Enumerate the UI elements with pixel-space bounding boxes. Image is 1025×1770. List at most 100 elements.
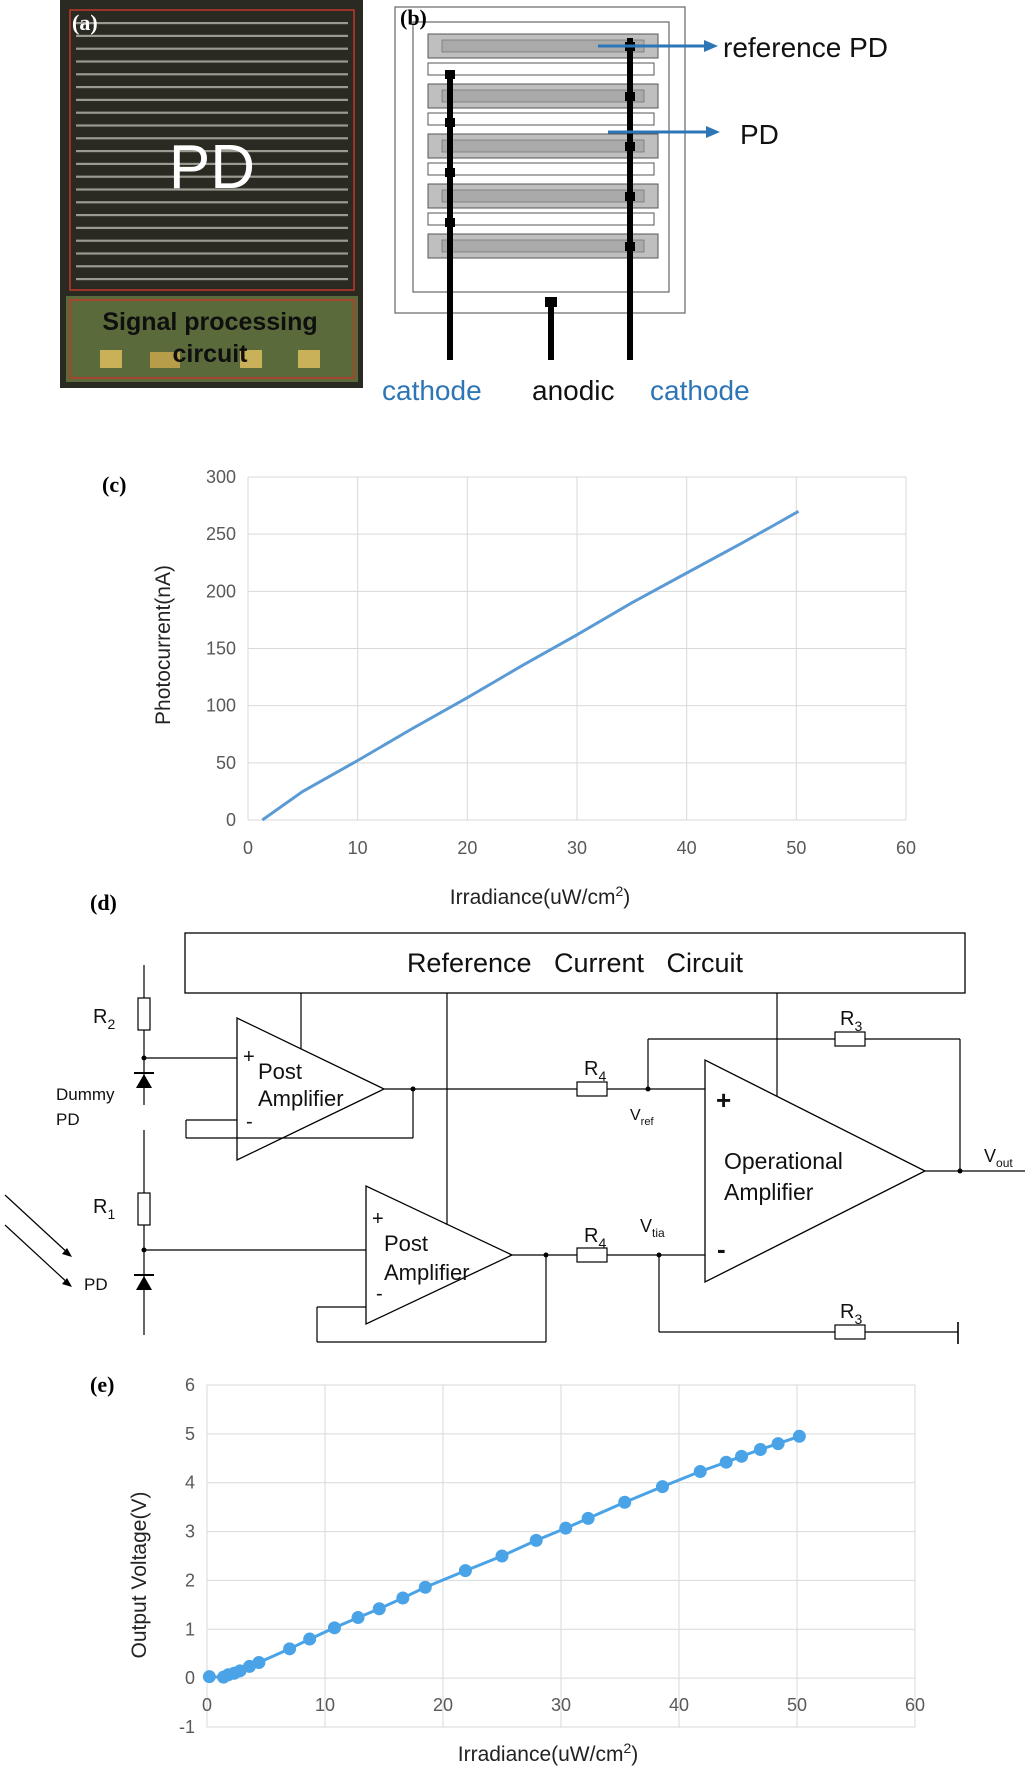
y-tick-label: 6: [185, 1375, 195, 1395]
resistor-r3-bottom: [834, 1324, 866, 1340]
chart-c-x-label-sup: 2: [615, 883, 623, 899]
pd-circuit-label: PD: [84, 1275, 108, 1294]
cathode-left-label: cathode: [382, 375, 482, 406]
dummy-pd-label-line1: Dummy: [56, 1085, 115, 1104]
panel-label-d: (d): [90, 890, 117, 915]
vref-sub: ref: [641, 1116, 655, 1128]
x-tick-label: 40: [677, 838, 697, 858]
chart-c-x-label-end: ): [623, 886, 630, 909]
x-tick-label: 50: [787, 1695, 807, 1715]
chart-c-x-label-main: Irradiance(uW/cm: [450, 886, 616, 909]
data-point: [202, 1670, 216, 1684]
vout-label: Vout: [984, 1146, 1013, 1170]
pd-strip: [76, 111, 348, 114]
chart-e-x-label-end: ): [631, 1743, 638, 1766]
circuit-label-line2: circuit: [172, 340, 248, 368]
r2-label: R2: [93, 1006, 115, 1032]
light-ray-2: [4, 1224, 71, 1286]
data-point: [303, 1632, 317, 1646]
vtia-sub: tia: [652, 1226, 665, 1240]
pd-strip: [76, 226, 348, 229]
r3-top-label: R3: [840, 1008, 862, 1034]
photocurrent-series-line: [261, 509, 800, 822]
x-tick-label: 10: [348, 838, 368, 858]
data-point: [581, 1511, 595, 1525]
r2-label-sub: 2: [107, 1016, 115, 1032]
cathode-contact: [625, 192, 635, 201]
reference-current-label: Reference Current Circuit: [407, 948, 744, 978]
cathode-contact: [445, 70, 455, 79]
vtia-main: V: [640, 1216, 652, 1236]
cathode-contact: [625, 242, 635, 251]
y-tick-label: 0: [226, 810, 236, 830]
layout-pd-strip-inner: [441, 139, 645, 153]
bond-pad: [240, 350, 262, 368]
y-tick-label: 1: [185, 1619, 195, 1639]
data-point: [719, 1455, 733, 1469]
y-tick-label: 250: [206, 524, 236, 544]
vref-label: Vref: [630, 1107, 654, 1128]
pd-strip: [76, 188, 348, 191]
vref-main: V: [630, 1107, 641, 1124]
y-tick-label: 4: [185, 1473, 195, 1493]
data-point: [252, 1656, 266, 1670]
x-tick-label: 60: [896, 838, 916, 858]
panel-label-b: (b): [400, 5, 427, 30]
x-tick-label: 30: [551, 1695, 571, 1715]
r4-bottom-sub: 4: [598, 1235, 606, 1251]
node-dot: [543, 1252, 549, 1258]
post-amplifier-1: [236, 1016, 386, 1162]
op-amp-minus: -: [717, 1234, 726, 1264]
pd-strip: [76, 175, 348, 178]
data-point: [792, 1429, 806, 1443]
pd-strip: [76, 22, 348, 25]
panel-label-a: (a): [72, 10, 98, 35]
pd-region-frame: [69, 9, 355, 291]
reference-pd-label: reference PD: [723, 32, 888, 63]
cathode-contact: [625, 92, 635, 101]
x-tick-label: 20: [433, 1695, 453, 1715]
data-point: [283, 1642, 297, 1656]
r1-label: R1: [93, 1196, 115, 1222]
vout-main: V: [984, 1146, 996, 1166]
resistor-r3-top: [834, 1031, 866, 1047]
data-point: [351, 1611, 365, 1625]
circuit-region-frame: [69, 299, 355, 379]
pd-strip: [76, 98, 348, 101]
vtia-label: Vtia: [640, 1216, 665, 1240]
pd-diode: [136, 1276, 152, 1290]
r3-bottom-main: R: [840, 1301, 854, 1323]
r4-top-main: R: [584, 1058, 598, 1080]
op-amp-line2: Amplifier: [724, 1179, 814, 1205]
pd-strip: [76, 34, 348, 37]
pd-arrowhead: [706, 126, 720, 138]
post-amplifier-2: [365, 1184, 514, 1326]
pd-label: PD: [169, 133, 255, 202]
y-tick-label: 50: [216, 753, 236, 773]
post-amp-1-line1: Post: [258, 1059, 302, 1084]
r3-bottom-label: R3: [840, 1301, 862, 1327]
op-amp-line1: Operational: [724, 1148, 843, 1174]
pd-strip: [76, 150, 348, 153]
dummy-pd-diode: [136, 1074, 152, 1088]
cathode-contact: [445, 168, 455, 177]
data-point: [372, 1602, 386, 1616]
r4-bottom-main: R: [584, 1225, 598, 1247]
pa2-minus: -: [376, 1283, 383, 1305]
pd-strip: [76, 201, 348, 204]
data-point: [418, 1580, 432, 1594]
pd-layout-diagram: (b) reference PD PD cathode anodic catho…: [382, 5, 888, 406]
chip-photo: (a) PD Signal processing circuit: [60, 0, 363, 388]
x-tick-label: 20: [457, 838, 477, 858]
pd-strip: [76, 60, 348, 63]
chart-c-grid: [247, 476, 907, 821]
x-tick-label: 10: [315, 1695, 335, 1715]
pd-layout-label: PD: [740, 119, 779, 150]
chart-e-grid: [206, 1384, 916, 1728]
chart-c-y-label: Photocurrent(nA): [152, 565, 175, 725]
circuit-label-line1: Signal processing: [102, 308, 317, 336]
post-amp-2-line1: Post: [384, 1231, 428, 1256]
resistor-r1: [137, 1192, 151, 1226]
